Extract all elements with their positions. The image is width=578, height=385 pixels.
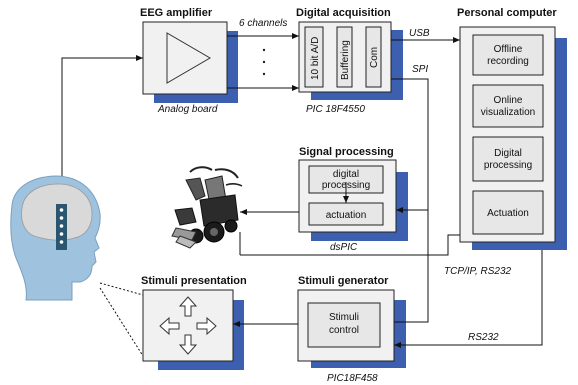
offline-recording-box — [472, 34, 544, 76]
channel-dots-icon — [262, 48, 266, 76]
online-visualization-line1: Online — [494, 95, 523, 106]
usb-label: USB — [409, 28, 430, 39]
online-visualization-box — [472, 84, 544, 128]
tcpip-label: TCP/IP, RS232 — [444, 266, 512, 277]
digital-acquisition-block: 10 bit A/D Buffering Com Digital acquisi… — [296, 7, 403, 115]
signal-processing-title: Signal processing — [299, 146, 394, 158]
sp-actuation-label: actuation — [326, 210, 367, 221]
human-head-icon — [10, 175, 101, 301]
digital-acquisition-caption: PIC 18F4550 — [306, 104, 365, 115]
head-to-amplifier-arrow — [61, 55, 143, 207]
electrodes-icon — [59, 208, 64, 244]
robotic-wheelchair-icon — [171, 166, 243, 249]
spi-line — [391, 78, 429, 323]
stimuli-presentation-title: Stimuli presentation — [141, 275, 247, 287]
pc-digital-processing-line1: Digital — [494, 148, 522, 159]
spi-label: SPI — [412, 64, 428, 75]
stimuli-generator-title: Stimuli generator — [298, 275, 389, 287]
gaze-line-top — [99, 282, 144, 296]
channels-label: 6 channels — [239, 18, 287, 29]
signal-processing-block: Signal processing digital processing act… — [298, 146, 408, 253]
signal-processing-caption: dsPIC — [330, 242, 358, 253]
buffering-label: Buffering — [340, 40, 351, 80]
pc-digital-processing-line2: processing — [484, 160, 532, 171]
eeg-amplifier-caption: Analog board — [157, 104, 218, 115]
pc-actuation-box — [472, 190, 544, 235]
gaze-line-bottom — [99, 287, 144, 357]
stimuli-generator-block: Stimuli generator Stimuli control PIC18F… — [297, 275, 406, 384]
connections — [61, 33, 543, 357]
eeg-amplifier-title: EEG amplifier — [140, 7, 213, 19]
com-label: Com — [369, 47, 380, 68]
personal-computer-block: Personal computer Offline recording Onli… — [457, 7, 567, 250]
ad-converter-label: 10 bit A/D — [310, 37, 321, 80]
offline-recording-line1: Offline — [494, 44, 523, 55]
digital-processing-box — [472, 136, 544, 182]
digital-acquisition-title: Digital acquisition — [296, 7, 391, 19]
sp-digital-processing-line1: digital — [333, 169, 359, 180]
four-way-arrows-icon — [159, 296, 217, 355]
stimuli-generator-caption: PIC18F458 — [327, 373, 378, 384]
pc-actuation-label: Actuation — [487, 208, 529, 219]
offline-recording-line2: recording — [487, 56, 529, 67]
stimuli-control-line2: control — [329, 325, 359, 336]
stimuli-presentation-block: Stimuli presentation — [141, 275, 247, 370]
rs232-label: RS232 — [468, 332, 499, 343]
stimuli-control-line1: Stimuli — [329, 312, 359, 323]
amplifier-triangle-icon — [166, 32, 211, 84]
online-visualization-line2: visualization — [481, 107, 535, 118]
stimuli-control-box — [307, 302, 381, 348]
personal-computer-title: Personal computer — [457, 7, 557, 19]
rs232-arrow — [394, 250, 543, 348]
tcpip-line — [240, 234, 460, 256]
eeg-amplifier-block: EEG amplifier Analog board — [140, 7, 238, 115]
